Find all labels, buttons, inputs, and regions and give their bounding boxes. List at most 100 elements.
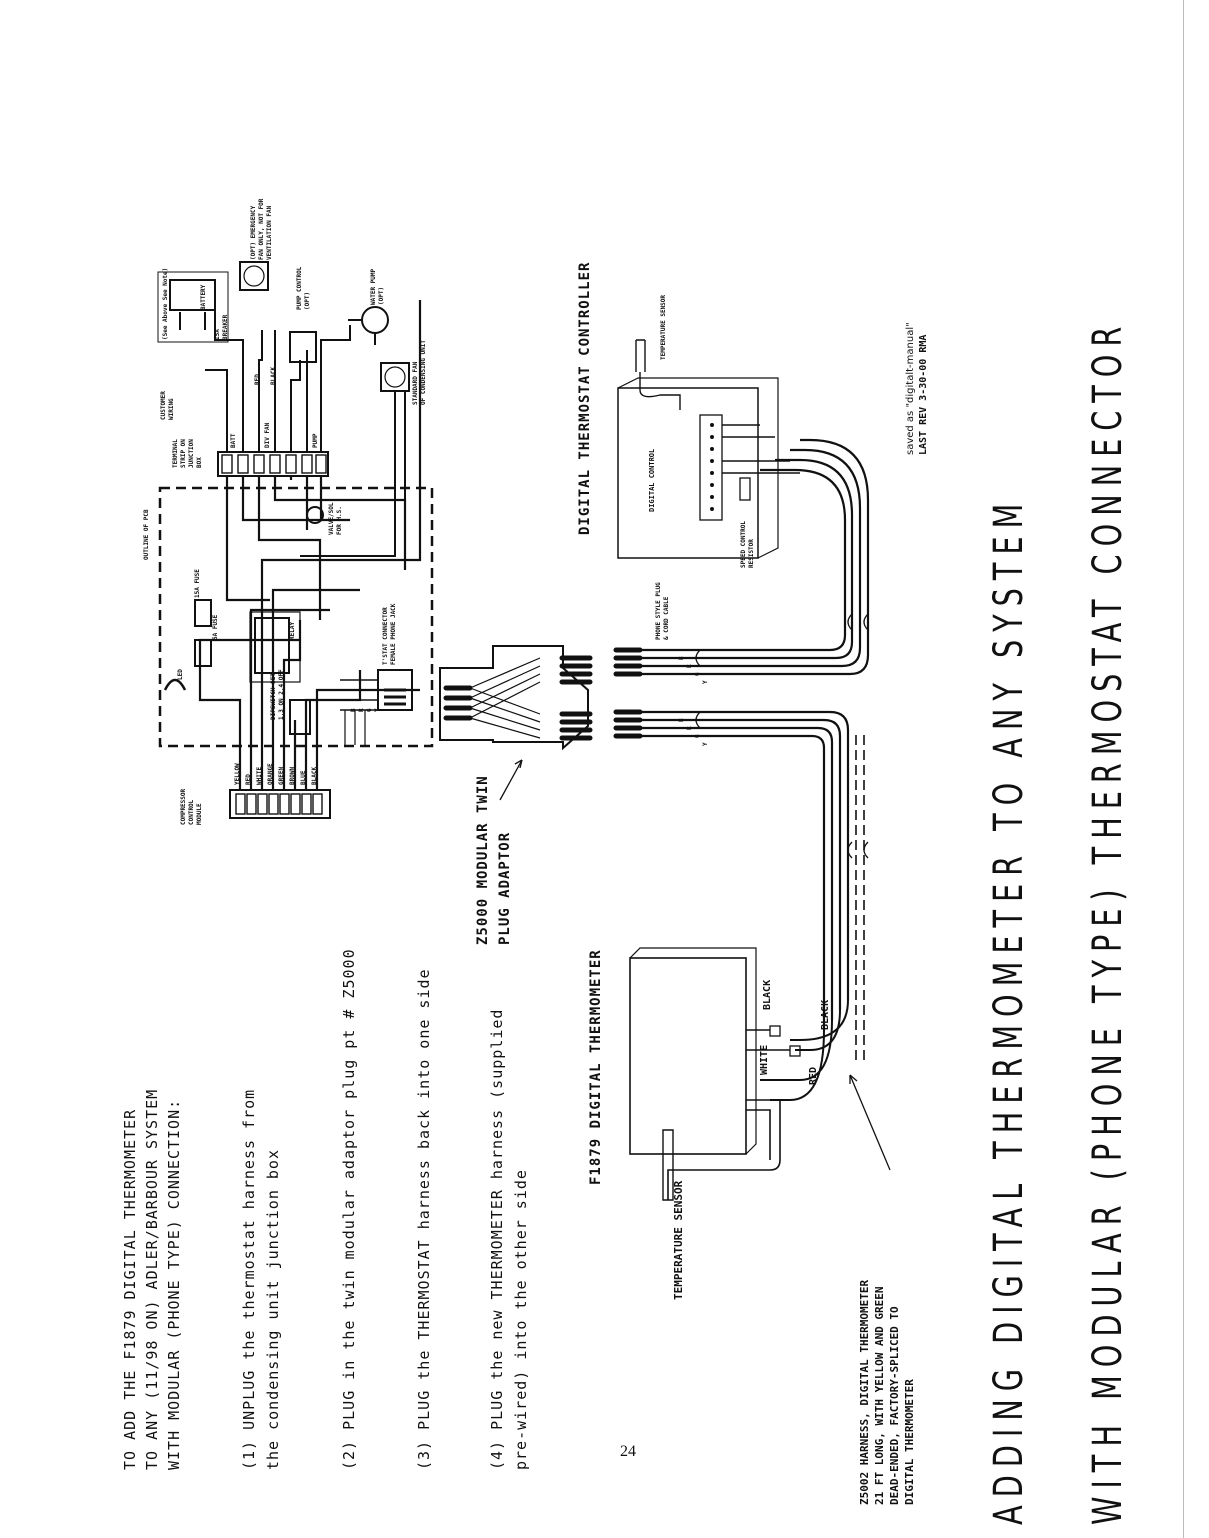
customer-wiring-label-1: CUSTOMER [160, 391, 167, 420]
module-wire-black: BLACK [311, 766, 318, 785]
lower-pin-g: G [694, 734, 701, 738]
step-3: (3) PLUG the THERMOSTAT harness back int… [415, 968, 433, 1470]
battery-label: BATTERY [200, 284, 207, 310]
saved-as-label-1: saved as "digitalt-manual" [905, 322, 916, 455]
pcb-pin-g: G [366, 708, 373, 712]
terminal-strip-label-3: JUNCTION [188, 439, 195, 468]
compressor-module-label-3: MODULE [196, 803, 203, 825]
valve-label-2: FOR H.S. [336, 506, 343, 535]
page-edge [1183, 0, 1184, 1538]
battery-note-label: (See Above See Note) [162, 267, 169, 340]
upper-pin-r: R [686, 664, 693, 668]
battery [169, 279, 216, 311]
schematic-red-label: RED [254, 374, 261, 385]
twin-connector-label-2: FEMALE PHONE JACK [390, 603, 397, 665]
standard-fan-label-1: STANDARD FAN [412, 361, 419, 405]
fuse-15a [194, 599, 212, 627]
upper-pin-g: G [694, 672, 701, 676]
wire-black-label-2: BLACK [820, 999, 831, 1030]
compressor-module [229, 789, 331, 819]
fan-note-label-1: (OPT) EMERGENCY [250, 205, 257, 260]
step-4-line-1: (4) PLUG the new THERMOMETER harness (su… [488, 1008, 506, 1470]
customer-wiring-label-2: WIRING [168, 398, 175, 420]
adaptor-label-1: Z5000 MODULAR TWIN [475, 775, 491, 945]
adaptor-label-2: PLUG ADAPTOR [497, 831, 513, 945]
terminal-strip-label-4: BOX [196, 457, 203, 468]
pump-control [289, 331, 317, 363]
emergency-fan [239, 261, 269, 291]
wire-white-label: WHITE [759, 1044, 770, 1075]
step-2: (2) PLUG in the twin modular adaptor plu… [340, 948, 358, 1470]
harness-label-4: DIGITAL THERMOMETER [903, 1379, 916, 1505]
speed-resistor [739, 477, 751, 501]
fuse-15a-label: 15A FUSE [194, 569, 201, 598]
terminal-batt-label: BATT [230, 433, 237, 448]
fuse-5a-label: 5A FUSE [212, 614, 219, 640]
temp-sensor-label: TEMPERATURE SENSOR [672, 1180, 685, 1300]
thermometer-box [629, 957, 747, 1155]
phone-plug-label-2: & CORD CABLE [663, 596, 670, 640]
harness-label-3: DEAD-ENDED, FACTORY-SPLICED TO [888, 1306, 901, 1505]
digital-control-label: DIGITAL CONTROL [648, 448, 656, 512]
fan-note-label-3: VENTILATION FAN [266, 205, 273, 260]
relay [254, 617, 290, 674]
dipswitch-label-2: 1,3 ON 2,4 OFF [278, 669, 285, 720]
speed-resistor-label-1: SPEED CONTROL [740, 521, 747, 568]
twin-adaptor [439, 645, 589, 751]
phone-plug-label-1: PHONE STYLE PLUG [655, 582, 662, 640]
step-1-line-2: the condensing unit junction box [264, 1149, 282, 1470]
relay-label: RELAY [289, 621, 296, 640]
water-pump-label-1: WATER PUMP [370, 268, 377, 305]
pump-control-label-1: PUMP CONTROL [296, 266, 303, 310]
fuse-5a [194, 639, 212, 667]
terminal-strip [217, 451, 329, 477]
title-line-1: ADDING DIGITAL THERMOMETER TO ANY SYSTEM [986, 495, 1032, 1525]
led-label: LED [177, 669, 184, 680]
harness-label-2: 21 FT LONG, WITH YELLOW AND GREEN [873, 1286, 886, 1505]
pcb-pin-r: R [358, 708, 365, 712]
lower-pin-r: R [686, 726, 693, 730]
dipswitch-label-1: DIPSWITCH SET [270, 673, 277, 720]
saved-as-label-2: LAST REV 3-30-00 RMA [918, 334, 929, 455]
breaker-label-1: 15A [214, 329, 221, 340]
upper-pin-y: Y [702, 680, 709, 684]
module-wire-brown: BROWN [289, 766, 296, 785]
module-wire-yellow: YELLOW [234, 763, 241, 785]
compressor-module-label-1: COMPRESSOR [180, 788, 187, 825]
controller-terminals [699, 414, 723, 521]
standard-fan-label-2: OF CONDENSING UNIT [420, 339, 427, 405]
wire-black-label-1: BLACK [762, 979, 773, 1010]
page-number: 24 [620, 1443, 636, 1460]
title-line-2: WITH MODULAR (PHONE TYPE) THERMOSTAT CON… [1085, 318, 1131, 1525]
water-pump-label-2: (OPT) [378, 286, 385, 305]
valve [306, 506, 324, 524]
instruction-heading-3: WITH MODULAR (PHONE TYPE) CONNECTION: [165, 1098, 183, 1470]
terminal-pump-label: PUMP [312, 433, 319, 448]
module-wire-red: RED [245, 774, 252, 785]
twin-connector-label-1: T'STAT CONNECTOR [382, 607, 389, 665]
pcb-pin-b: B [350, 708, 357, 712]
control-box [249, 611, 301, 683]
pcb-pin-y: Y [374, 708, 381, 712]
lower-pin-b: B [678, 718, 685, 722]
speed-resistor-label-2: RESISTOR [748, 539, 755, 568]
instruction-heading-2: TO ANY (11/98 ON) ADLER/BARBOUR SYSTEM [143, 1088, 161, 1470]
breaker-label-2: BREAKER [222, 314, 229, 340]
water-pump [361, 306, 389, 334]
upper-pin-b: B [678, 656, 685, 660]
dipswitch [289, 699, 311, 735]
controller-label: DIGITAL THERMOSTAT CONTROLLER [577, 261, 593, 535]
pump-control-label-2: (OPT) [304, 291, 311, 310]
pcb-outline-label: OUTLINE OF PCB [143, 509, 150, 560]
valve-label-1: VALVE/SOL [328, 502, 335, 535]
harness-label-1: Z5002 HARNESS, DIGITAL THERMOMETER [858, 1279, 871, 1505]
step-1-line-1: (1) UNPLUG the thermostat harness from [240, 1088, 258, 1470]
fan-note-label-2: FAN ONLY, NOT FOR [258, 198, 265, 260]
controller-sensor-label: TEMPERATURE SENSOR [660, 294, 667, 360]
module-wire-white: WHITE [256, 766, 263, 785]
terminal-strip-label-1: TERMINAL [172, 439, 179, 468]
step-4-line-2: pre-wired) into the other side [512, 1169, 530, 1470]
compressor-module-label-2: CONTROL [188, 799, 195, 825]
lower-pin-y: Y [702, 742, 709, 746]
wire-red-label: RED [808, 1066, 819, 1085]
